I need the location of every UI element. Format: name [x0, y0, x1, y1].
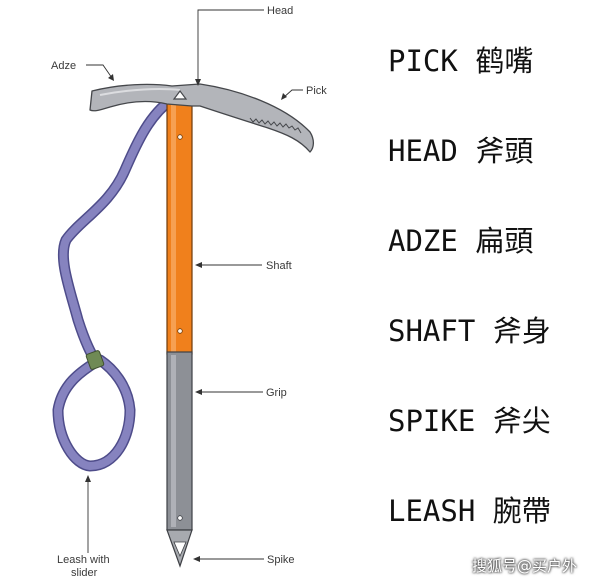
arrowhead-head [195, 79, 201, 86]
label-head: Head [267, 5, 293, 17]
arrowhead-grip [195, 389, 202, 395]
glossary-leash-zh: 腕帶 [492, 494, 551, 528]
grip-rivet [177, 515, 183, 521]
arrowhead-pick [281, 93, 287, 100]
glossary-adze: ADZE 扁頭 [388, 227, 533, 256]
leash-strap-fill [54, 96, 175, 470]
axe-head [89, 83, 315, 153]
label-shaft: Shaft [266, 260, 292, 272]
glossary-shaft: SHAFT 斧身 [388, 317, 551, 346]
glossary-leash: LEASH 腕帶 [388, 497, 551, 526]
head-carabiner-hole [172, 90, 188, 100]
arrowhead-spike [193, 556, 200, 562]
arrowhead-shaft [195, 262, 202, 268]
glossary-shaft-en: SHAFT [388, 314, 476, 348]
glossary-pick: PICK 鹤嘴 [388, 47, 533, 76]
glossary-shaft-zh: 斧身 [492, 314, 551, 348]
glossary-leash-en: LEASH [388, 494, 476, 528]
shaft-highlight [171, 100, 176, 352]
leader-adze [86, 64, 113, 79]
arrowhead-adze [108, 74, 114, 81]
shaft-rivet-mid [177, 328, 183, 334]
grip-highlight [171, 355, 176, 527]
label-leash-line1: Leash with [57, 554, 110, 566]
arrowhead-leash [85, 475, 91, 482]
watermark: 搜狐号@买户外 [471, 557, 577, 575]
leash-strap [52, 94, 177, 472]
glossary-spike-zh: 斧尖 [492, 404, 551, 438]
pick-teeth [249, 117, 302, 134]
leash [52, 94, 177, 472]
glossary-spike-en: SPIKE [388, 404, 476, 438]
label-leash-line2: slider [71, 567, 98, 579]
glossary-adze-en: ADZE [388, 224, 458, 258]
leader-lines [86, 9, 303, 560]
head-highlight [99, 88, 181, 96]
glossary-head: HEAD 斧頭 [388, 137, 533, 166]
glossary-pick-zh: 鹤嘴 [475, 44, 534, 78]
grip [166, 351, 193, 531]
leader-pick [282, 89, 303, 99]
glossary-pick-en: PICK [388, 44, 458, 78]
label-grip: Grip [266, 387, 287, 399]
leader-head [197, 9, 264, 84]
label-adze: Adze [51, 60, 76, 72]
glossary-head-zh: 斧頭 [475, 134, 534, 168]
label-pick: Pick [306, 85, 327, 97]
glossary-spike: SPIKE 斧尖 [388, 407, 551, 436]
leader-arrowheads [85, 74, 287, 562]
leash-slider [85, 350, 105, 370]
glossary-head-en: HEAD [388, 134, 458, 168]
head-shape [89, 83, 315, 153]
shaft-rivet-top [177, 134, 183, 140]
spike [166, 529, 193, 568]
glossary-adze-zh: 扁頭 [475, 224, 534, 258]
label-spike: Spike [267, 554, 295, 566]
